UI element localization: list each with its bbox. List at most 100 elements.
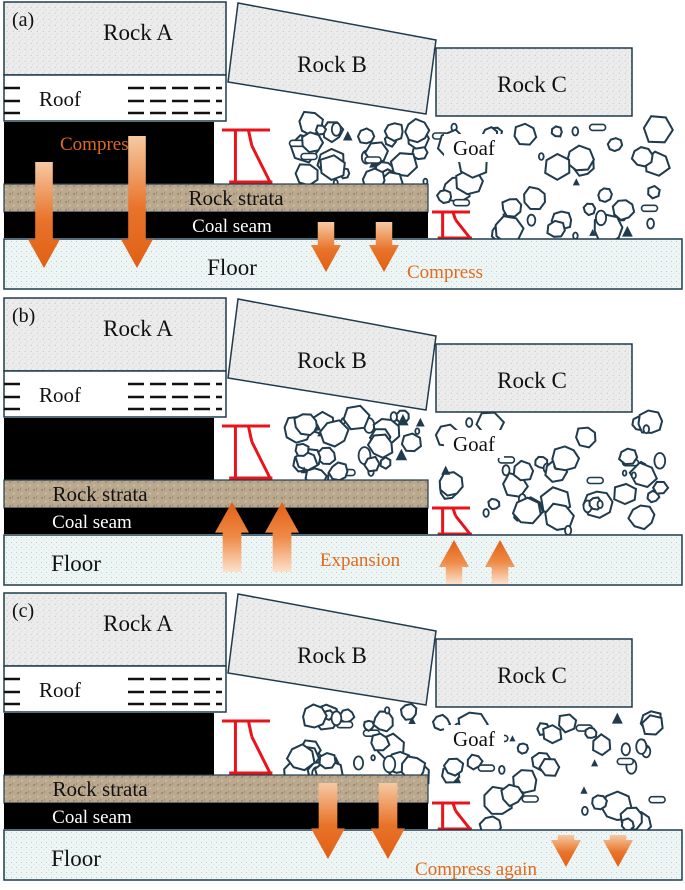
rubble-block bbox=[592, 733, 612, 757]
rubble-block bbox=[557, 713, 578, 734]
rock-a-label: Rock A bbox=[103, 316, 173, 341]
rubble-pebble bbox=[572, 231, 579, 240]
rubble-slab bbox=[452, 198, 471, 207]
rubble-block bbox=[438, 471, 464, 497]
floor-label: Floor bbox=[51, 551, 101, 576]
rubble-pebble bbox=[564, 524, 573, 536]
compress-arrow bbox=[311, 783, 345, 859]
rubble-pebble bbox=[630, 471, 637, 480]
floor-layer bbox=[3, 829, 683, 881]
compress-label-top: Compress bbox=[60, 134, 136, 155]
rubble-block bbox=[512, 459, 535, 482]
expansion-label: Expansion bbox=[320, 550, 401, 571]
rubble-slab bbox=[477, 764, 496, 772]
rubble-pebble bbox=[465, 417, 474, 428]
rubble-pebble bbox=[595, 209, 608, 227]
rubble-block bbox=[606, 137, 624, 153]
rubble-chip bbox=[591, 759, 599, 767]
goaf-label: Goaf bbox=[453, 432, 495, 456]
rubble-slab bbox=[616, 757, 635, 766]
rubble-block bbox=[293, 413, 319, 437]
rock-strata-label: Rock strata bbox=[52, 482, 148, 506]
rubble-chip bbox=[611, 712, 623, 724]
rock-c-block bbox=[435, 47, 633, 117]
support-brace bbox=[454, 809, 472, 830]
rubble-pebble bbox=[526, 213, 537, 227]
coal-seam-label: Coal seam bbox=[52, 807, 132, 828]
rock-b-block bbox=[227, 593, 437, 706]
compress-arrow bbox=[603, 835, 633, 867]
roof-label: Roof bbox=[39, 678, 81, 702]
rubble-slab bbox=[300, 152, 318, 161]
rubble-pebble bbox=[621, 469, 628, 477]
rock-strata-layer bbox=[3, 479, 429, 509]
rubble-pebble bbox=[384, 706, 391, 715]
rubble-block bbox=[400, 432, 422, 453]
rock-b-block bbox=[227, 2, 437, 115]
rubble-slab bbox=[497, 456, 516, 464]
rubble-block bbox=[538, 757, 561, 777]
rubble-block bbox=[285, 743, 316, 772]
rock-b-label: Rock B bbox=[297, 52, 367, 77]
rubble-block bbox=[342, 404, 371, 431]
rock-c-label: Rock C bbox=[497, 368, 567, 393]
expansion-arrow bbox=[485, 540, 515, 584]
coal-seam-label: Coal seam bbox=[192, 216, 272, 237]
rubble-block bbox=[511, 496, 542, 525]
panel-label: (b) bbox=[12, 305, 35, 327]
rock-strata-layer bbox=[3, 774, 429, 804]
rubble-slab bbox=[588, 123, 607, 132]
rubble-chip bbox=[342, 130, 353, 141]
rubble-block bbox=[294, 163, 319, 187]
rubble-block bbox=[550, 125, 563, 138]
rubble-block bbox=[584, 726, 598, 739]
rubble-block bbox=[487, 497, 501, 511]
rubble-pebble bbox=[330, 710, 343, 727]
compress-arrow bbox=[551, 835, 581, 867]
rubble-chip bbox=[572, 178, 580, 186]
support-shield bbox=[451, 507, 457, 517]
support-shield bbox=[246, 129, 254, 146]
rubble-block bbox=[620, 817, 635, 832]
rubble-slab bbox=[648, 795, 666, 804]
goaf-label-bg bbox=[444, 725, 504, 753]
rubble-pebble bbox=[635, 738, 648, 755]
rock-c-label: Rock C bbox=[497, 663, 567, 688]
rubble-chip bbox=[395, 448, 408, 461]
rubble-block bbox=[339, 708, 356, 724]
compress-arrow bbox=[371, 783, 405, 859]
rubble-chip bbox=[415, 417, 425, 427]
expansion-arrow bbox=[265, 502, 299, 572]
rubble-block bbox=[379, 456, 392, 470]
rubble-block bbox=[372, 710, 394, 733]
rubble-pebble bbox=[642, 424, 650, 435]
rubble-block bbox=[383, 122, 404, 142]
rubble-pebble bbox=[370, 754, 376, 762]
rock-strata-layer bbox=[3, 183, 429, 213]
rubble-block bbox=[544, 152, 571, 181]
support-shield bbox=[246, 720, 254, 737]
compress-again-label: Compress again bbox=[415, 859, 537, 880]
rubble-pebble bbox=[581, 805, 589, 816]
rock-a-block bbox=[3, 592, 227, 667]
coal-pillar bbox=[4, 418, 214, 480]
rubble-block bbox=[640, 714, 664, 736]
compress-label-bottom: Compress bbox=[407, 262, 483, 283]
rock-b-label: Rock B bbox=[297, 643, 367, 668]
floor-layer bbox=[3, 238, 683, 290]
floor-label: Floor bbox=[51, 846, 101, 871]
rubble-block bbox=[597, 187, 613, 203]
rubble-pebble bbox=[352, 755, 364, 771]
roof-label: Roof bbox=[39, 87, 81, 111]
rubble-pebble bbox=[653, 452, 667, 470]
rubble-block bbox=[366, 433, 394, 459]
rock-b-label: Rock B bbox=[297, 348, 367, 373]
roof-label: Roof bbox=[39, 383, 81, 407]
rubble-block bbox=[301, 131, 325, 154]
rubble-block bbox=[389, 152, 419, 178]
rubble-pebble bbox=[537, 152, 545, 161]
rubble-block bbox=[442, 757, 465, 777]
rubble-block bbox=[565, 144, 596, 172]
